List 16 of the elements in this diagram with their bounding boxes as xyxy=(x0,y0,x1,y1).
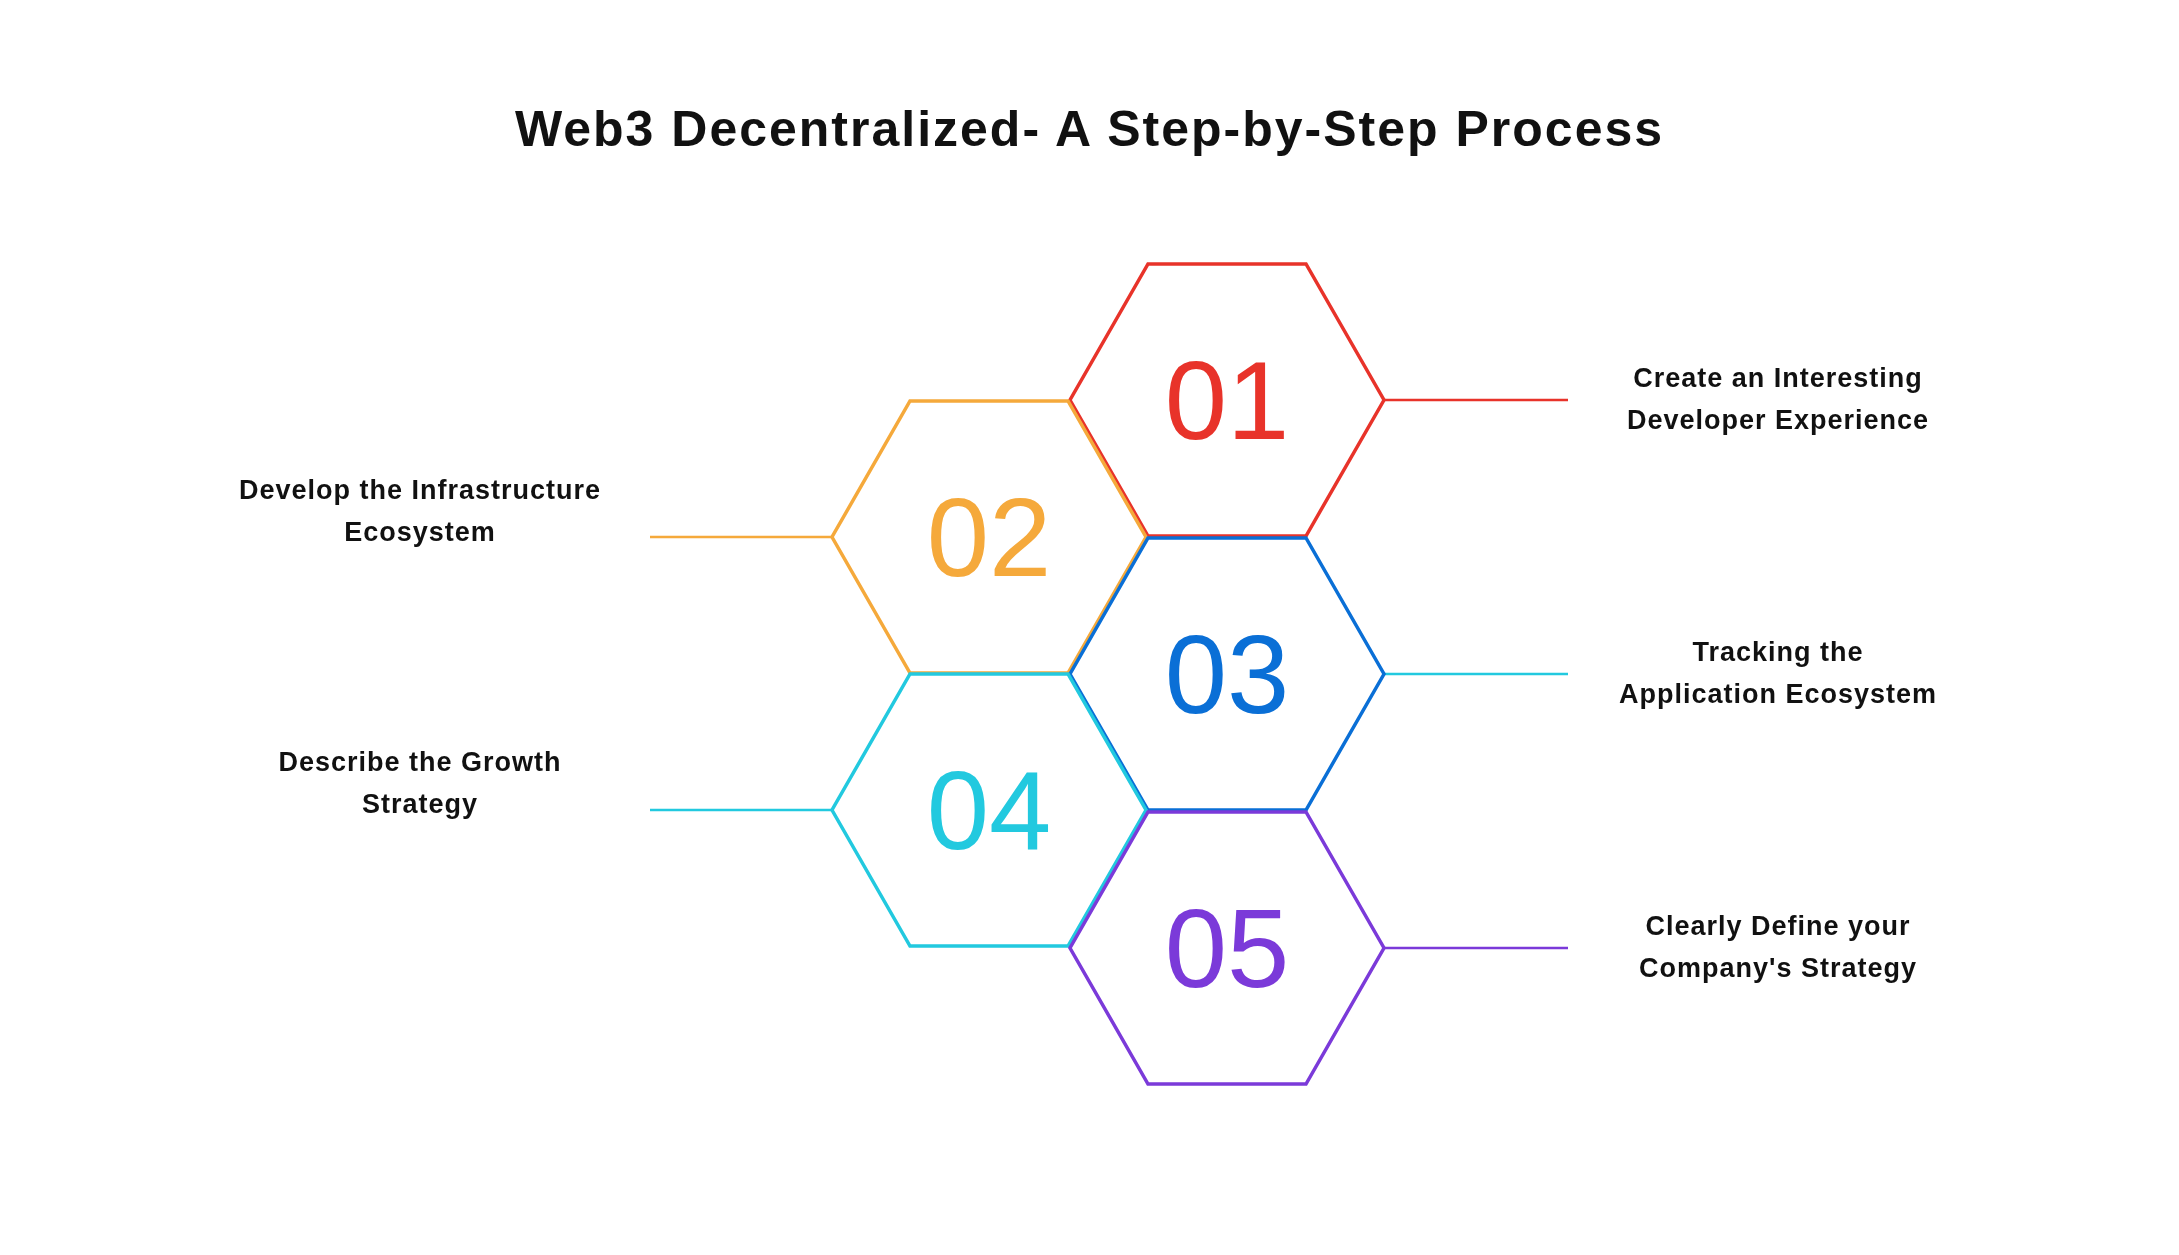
connector-line xyxy=(1385,398,1568,402)
step-number: 04 xyxy=(926,746,1052,875)
step-number: 02 xyxy=(926,473,1052,602)
connector-line xyxy=(1385,946,1568,950)
connector-line xyxy=(1385,672,1568,676)
step-label: Describe the Growth Strategy xyxy=(277,746,563,821)
connector-line xyxy=(650,808,831,812)
step-label: Tracking the Application Ecosystem xyxy=(1617,636,1939,711)
title: Web3 Decentralized- A Step-by-Step Process xyxy=(513,100,1666,158)
step-label: Clearly Define your Company's Strategy xyxy=(1638,910,1918,985)
connector-line xyxy=(650,535,831,539)
step-number: 05 xyxy=(1164,884,1290,1013)
step-number: 03 xyxy=(1164,610,1290,739)
step-label: Develop the Infrastructure Ecosystem xyxy=(237,474,603,549)
step-number: 01 xyxy=(1164,336,1290,465)
step-label: Create an Interesting Developer Experience xyxy=(1625,362,1931,437)
